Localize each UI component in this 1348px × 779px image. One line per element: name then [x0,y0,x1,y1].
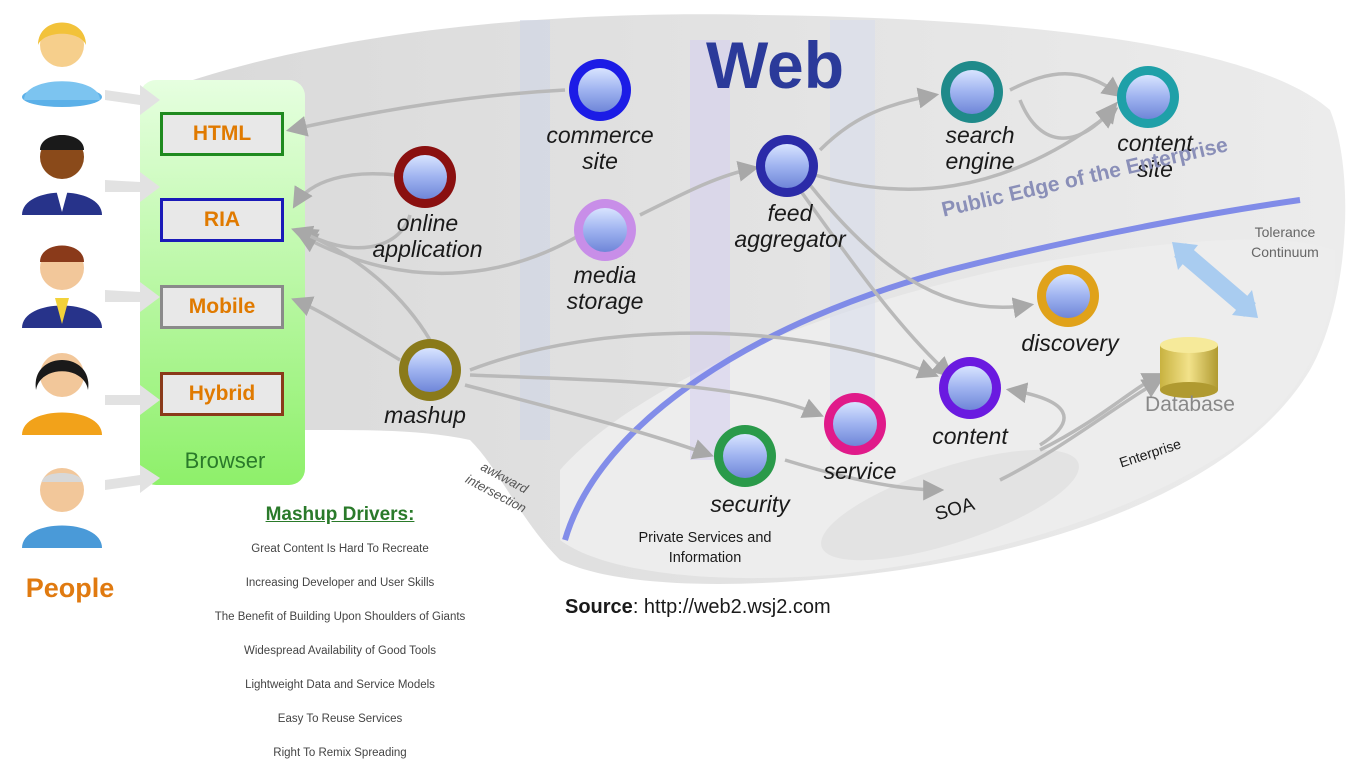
drivers-title: Mashup Drivers: [265,504,415,525]
person-icon [22,22,102,107]
node-label-service: service [823,458,897,484]
web-diagram: Web People HTML RIA Mobile Hybrid Browse… [22,14,1346,759]
browser-mobile-button[interactable]: Mobile [160,285,284,329]
node-media-storage-icon [574,199,636,261]
driver-item: Lightweight Data and Service Models [245,679,435,691]
node-content-icon [939,357,1001,419]
node-online-application-icon [394,146,456,208]
person-icon [22,468,102,548]
connections [285,72,1164,501]
node-content-site-icon [1117,66,1179,128]
node-label-security: security [710,491,790,517]
node-service-icon [824,393,886,455]
node-label-content-site: content site [1117,130,1193,182]
node-commerce-site-icon [569,59,631,121]
tolerance-arrow-icon [1172,242,1258,318]
source-url[interactable]: : http://web2.wsj2.com [632,596,831,618]
private-services-label: Private Services and Information [638,530,772,566]
source-label: Source [565,596,633,618]
node-label-discovery: discovery [1021,330,1119,356]
node-label-online-application: online application [372,210,483,262]
tolerance-label: Tolerance Continuum [1251,224,1319,260]
node-label-media-storage: media storage [566,262,644,314]
driver-item: The Benefit of Building Upon Shoulders o… [214,611,466,623]
soa-ellipse [821,449,1079,561]
node-label-content: content [932,423,1008,449]
node-label-commerce-site: commerce site [546,122,654,174]
database-icon [1160,337,1218,398]
browser-hybrid-button[interactable]: Hybrid [160,372,284,416]
database-label: Database [1145,393,1235,416]
node-security-icon [714,425,776,487]
node-mashup-icon [399,339,461,401]
driver-item: Right To Remix Spreading [273,747,407,759]
enterprise-edge-curve [562,197,1301,541]
browser-html-button[interactable]: HTML [160,112,284,156]
person-icon [22,245,102,328]
node-label-feed-aggregator: feed aggregator [734,200,846,252]
driver-item: Easy To Reuse Services [277,713,403,725]
person-icon [22,135,102,215]
browser-label: Browser [184,448,266,473]
node-search-engine-icon [941,61,1003,123]
source-line: Source: http://web2.wsj2.com [565,596,831,619]
people-label: People [25,573,115,603]
node-feed-aggregator-icon [756,135,818,197]
node-label-search-engine: search engine [945,122,1015,174]
web-title: Web [705,28,845,102]
node-label-mashup: mashup [384,402,466,428]
person-icon [22,353,102,435]
drivers-list: Great Content Is Hard To Recreate Increa… [150,524,530,779]
people-arrows [105,85,160,493]
driver-item: Great Content Is Hard To Recreate [251,543,429,555]
node-discovery-icon [1037,265,1099,327]
driver-item: Increasing Developer and User Skills [245,577,435,589]
driver-item: Widespread Availability of Good Tools [244,645,436,657]
browser-ria-button[interactable]: RIA [160,198,284,242]
